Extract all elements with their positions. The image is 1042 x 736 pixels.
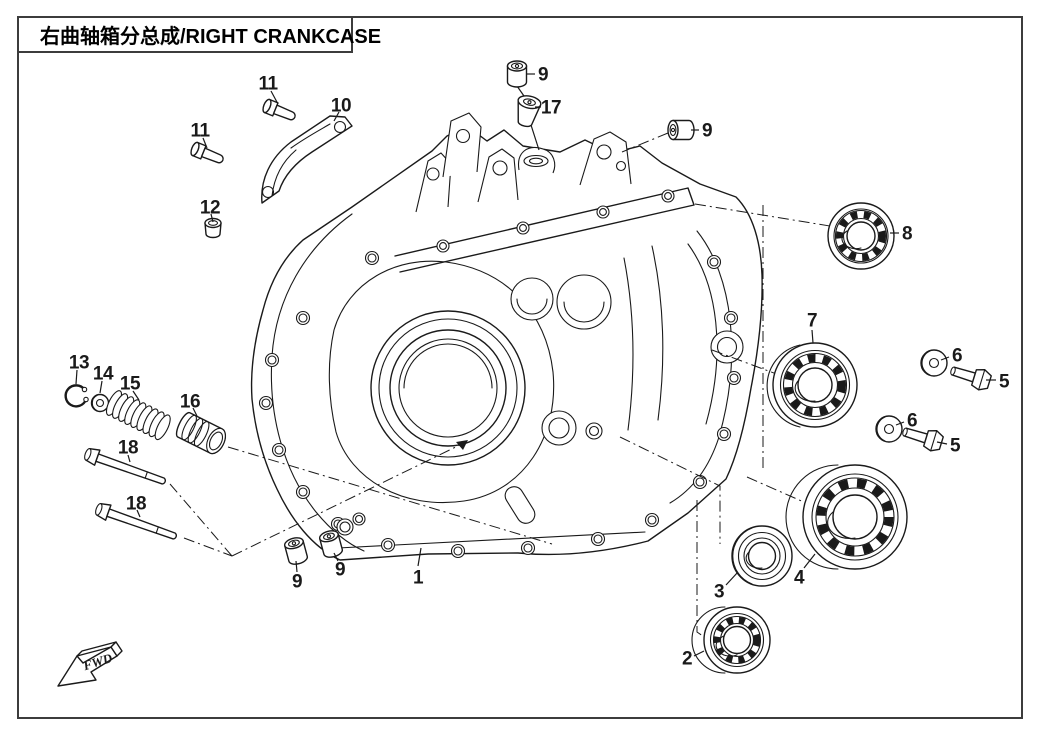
callout-leader-9-23 <box>295 560 298 573</box>
part-bolt-11-lower <box>188 140 227 168</box>
callout-label-16-20: 16 <box>180 392 200 413</box>
part-bearing-8 <box>827 202 895 270</box>
callout-label-7-8: 7 <box>807 311 817 332</box>
callout-label-5-6: 5 <box>950 436 961 457</box>
crankcase-drawing <box>250 112 763 561</box>
callout-label-8-9: 8 <box>902 224 912 245</box>
part-washer-6-lower <box>875 415 903 443</box>
callout-leader-18-22 <box>136 509 141 518</box>
part-bolt-11-upper <box>260 97 299 125</box>
callout-label-15-19: 15 <box>120 374 141 395</box>
part-plug-16 <box>175 411 227 455</box>
callout-label-18-22: 18 <box>126 494 146 515</box>
diagram-frame <box>17 16 1023 719</box>
page-title: 右曲轴箱分总成/RIGHT CRANKCASE <box>40 26 382 48</box>
callout-label-14-18: 14 <box>93 364 114 385</box>
callout-label-9-23: 9 <box>292 572 302 593</box>
part-washer-6-upper <box>920 349 948 377</box>
callout-leader-12-16 <box>210 213 214 223</box>
part-bearing-7 <box>766 342 858 428</box>
callout-label-1-0: 1 <box>413 568 424 589</box>
callout-leader-7-8 <box>811 329 814 344</box>
callout-leader-14-18 <box>99 380 103 394</box>
callout-label-5-4: 5 <box>999 372 1010 393</box>
callout-label-9-10: 9 <box>538 65 548 86</box>
callout-leader-11-15 <box>202 137 208 149</box>
callout-leader-18-21 <box>127 454 131 463</box>
callout-label-4-3: 4 <box>794 568 805 589</box>
title-box: 右曲轴箱分总成/RIGHT CRANKCASE <box>17 16 381 53</box>
callout-label-6-5: 6 <box>952 346 962 367</box>
callout-leader-16-20 <box>192 407 198 417</box>
part-circlip-13 <box>64 384 89 408</box>
callout-leader-4-3 <box>803 553 816 569</box>
part-plug-9-right <box>667 119 695 141</box>
part-spring-15 <box>105 390 171 441</box>
callout-label-11-15: 11 <box>190 121 210 142</box>
callout-leader-6-5 <box>940 356 950 361</box>
callout-leader-11-14 <box>270 90 279 105</box>
callout-label-3-2: 3 <box>714 582 724 603</box>
callout-label-13-17: 13 <box>69 353 89 374</box>
callout-label-6-7: 6 <box>907 411 917 432</box>
callout-leader-3-2 <box>725 571 739 586</box>
callout-leader-10-13 <box>333 111 340 122</box>
callout-leader-6-7 <box>895 421 905 426</box>
part-bearing-2 <box>691 606 771 674</box>
part-plug-9-top <box>506 60 528 88</box>
callout-label-10-13: 10 <box>331 96 351 117</box>
callout-label-18-21: 18 <box>118 438 138 459</box>
callout-label-17-11: 17 <box>541 98 561 119</box>
callout-label-12-16: 12 <box>200 198 220 219</box>
callout-leader-2-1 <box>693 650 705 657</box>
callout-label-2-1: 2 <box>682 649 692 670</box>
part-bearing-4 <box>785 464 908 570</box>
fwd-arrow: FWD <box>57 641 123 687</box>
part-washer-14 <box>90 393 110 413</box>
callout-leader-5-6 <box>936 441 948 445</box>
part-bracket-10 <box>261 115 353 204</box>
callout-label-9-24: 9 <box>335 560 345 581</box>
callout-leader-13-17 <box>75 369 78 385</box>
part-plug-12 <box>204 217 222 239</box>
callout-leader-9-24 <box>333 552 339 562</box>
callout-leader-15-19 <box>132 390 140 401</box>
part-seal-3 <box>731 525 793 587</box>
part-bushing-17 <box>517 95 542 128</box>
callout-leader-1-0 <box>417 547 422 567</box>
callout-label-11-14: 11 <box>258 74 278 95</box>
callout-label-9-12: 9 <box>702 121 712 142</box>
